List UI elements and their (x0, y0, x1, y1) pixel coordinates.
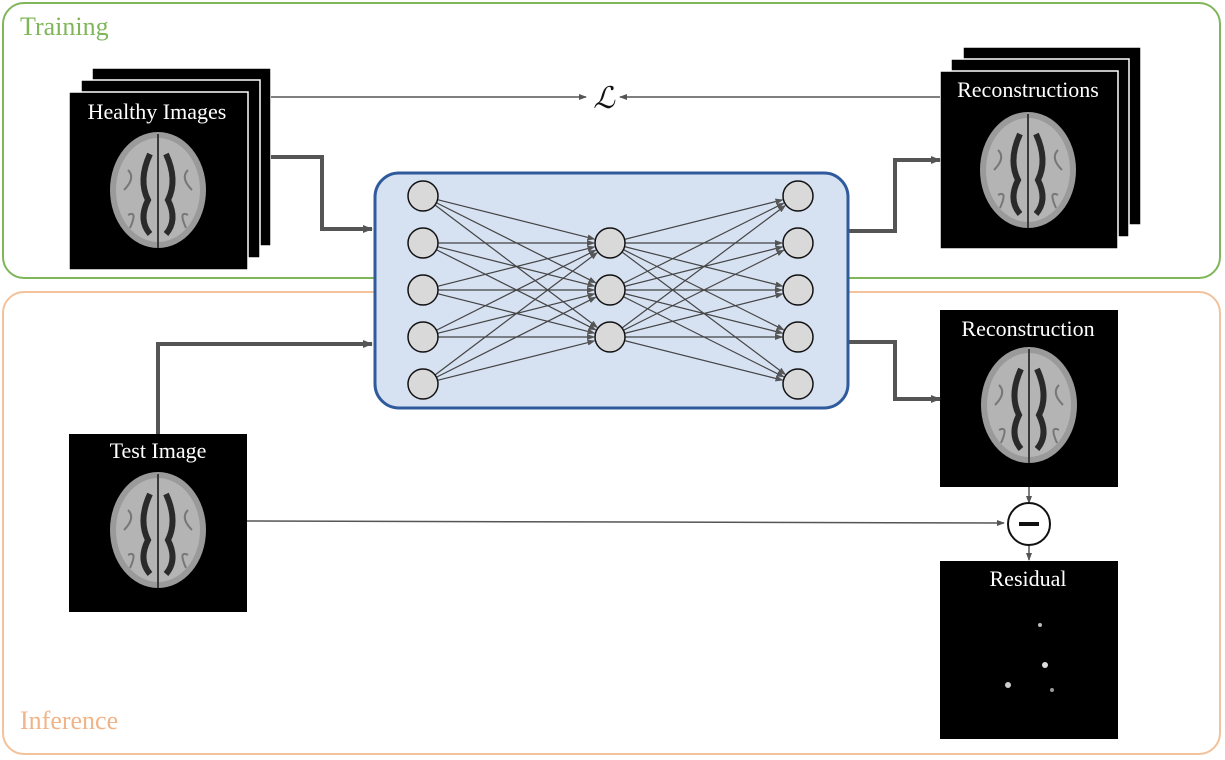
network-edge (436, 296, 597, 378)
network-edge (624, 198, 784, 240)
network-nodes (407, 180, 814, 400)
network-edge (436, 249, 597, 331)
reconstructions-stack: Reconstructions (939, 46, 1142, 250)
healthy-images-label: Healthy Images (88, 99, 227, 124)
residual-label: Residual (990, 566, 1067, 591)
inference-label: Inference (20, 706, 119, 735)
network-node-layer-1 (407, 368, 439, 400)
network-node-layer-3 (782, 368, 814, 400)
network-edge (434, 252, 599, 376)
network-edge (437, 339, 596, 381)
network-edge (437, 199, 596, 241)
loss-symbol: ℒ (593, 81, 616, 116)
test-to-network-arrow (156, 340, 373, 434)
network-to-reconstruction-arrow (848, 340, 941, 403)
network-edge (621, 205, 787, 329)
network-node-layer-3 (782, 180, 814, 212)
network-node-layer-1 (407, 180, 439, 212)
network-edges (434, 198, 787, 382)
network-edge (624, 340, 784, 382)
subtract-operator (1007, 502, 1051, 546)
test-brain-image (110, 472, 206, 588)
network-node-layer-1 (407, 227, 439, 259)
test-image: Test Image (69, 434, 247, 612)
training-label: Training (20, 12, 109, 41)
inference-reconstruction-brain (981, 347, 1077, 463)
network-node-layer-1 (407, 321, 439, 353)
reconstructions-label: Reconstructions (957, 77, 1099, 102)
test-image-label: Test Image (110, 438, 207, 463)
healthy-to-network-arrow (271, 155, 373, 233)
reconstruction-brain-image (980, 112, 1076, 228)
network-edge (437, 245, 596, 287)
residual-image: Residual (940, 561, 1118, 739)
network-node-layer-2 (594, 321, 626, 353)
reconstruction-image: Reconstruction (940, 310, 1118, 487)
network-node-layer-1 (407, 274, 439, 306)
network-node-layer-3 (782, 274, 814, 306)
network-to-reconstructions-arrow (848, 156, 941, 233)
healthy-brain-image (110, 132, 206, 248)
network-node-layer-3 (782, 321, 814, 353)
test-to-subtract-arrow (246, 519, 1005, 526)
reconstruction-label: Reconstruction (961, 316, 1094, 341)
network-node-layer-2 (594, 274, 626, 306)
network-node-layer-2 (594, 227, 626, 259)
healthy-images-stack: Healthy Images (68, 67, 272, 271)
network-edge (623, 202, 785, 284)
network-edge (624, 292, 784, 334)
network-node-layer-3 (782, 227, 814, 259)
network-edge (623, 249, 785, 331)
